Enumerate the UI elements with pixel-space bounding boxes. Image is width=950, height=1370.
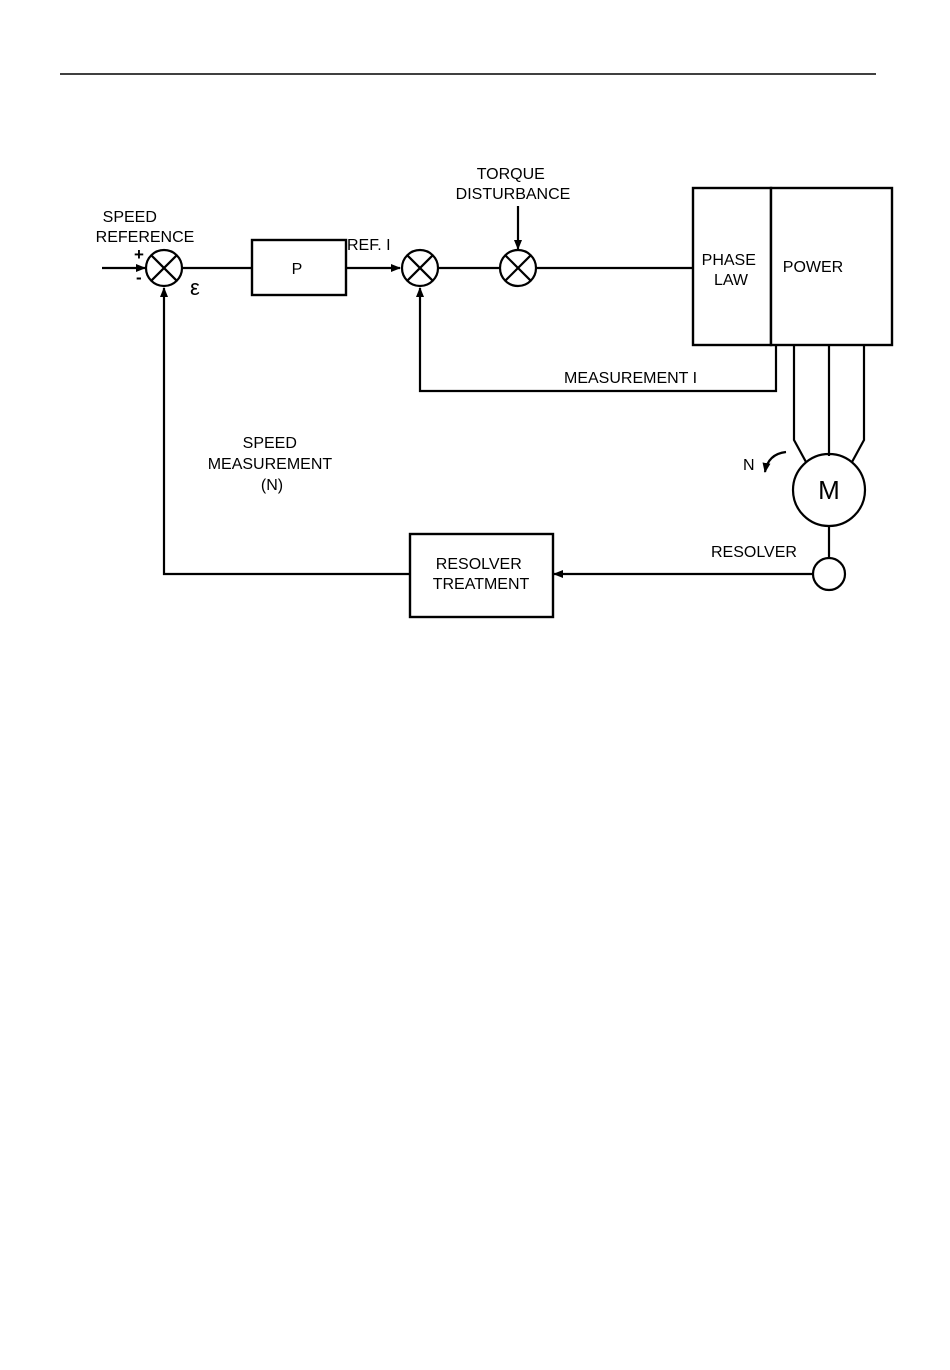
motor-phase-lines <box>794 345 864 462</box>
torque-summing-junction <box>500 250 536 286</box>
speed-feedback-line <box>164 288 410 574</box>
measurement-i-label: MEASUREMENT I <box>564 370 697 387</box>
power-label: POWER <box>783 259 843 276</box>
speed-measurement-label: SPEED MEASUREMENT (N) <box>208 435 337 494</box>
ref-i-label: REF. I <box>347 237 391 254</box>
torque-disturbance-label: TORQUE DISTURBANCE <box>456 166 571 203</box>
rotation-n-label: N <box>743 457 755 474</box>
p-block-label: P <box>292 261 303 278</box>
resolver-label: RESOLVER <box>711 544 797 561</box>
minus-sign: - <box>136 268 142 287</box>
speed-reference-label: SPEED REFERENCE <box>96 209 195 246</box>
plus-sign: + <box>134 245 144 264</box>
speed-summing-junction <box>146 250 182 286</box>
resolver-symbol <box>813 558 845 590</box>
rotation-arrow <box>765 452 786 472</box>
motor-label: M <box>818 475 840 505</box>
epsilon-label: ε <box>190 275 200 300</box>
current-summing-junction <box>402 250 438 286</box>
